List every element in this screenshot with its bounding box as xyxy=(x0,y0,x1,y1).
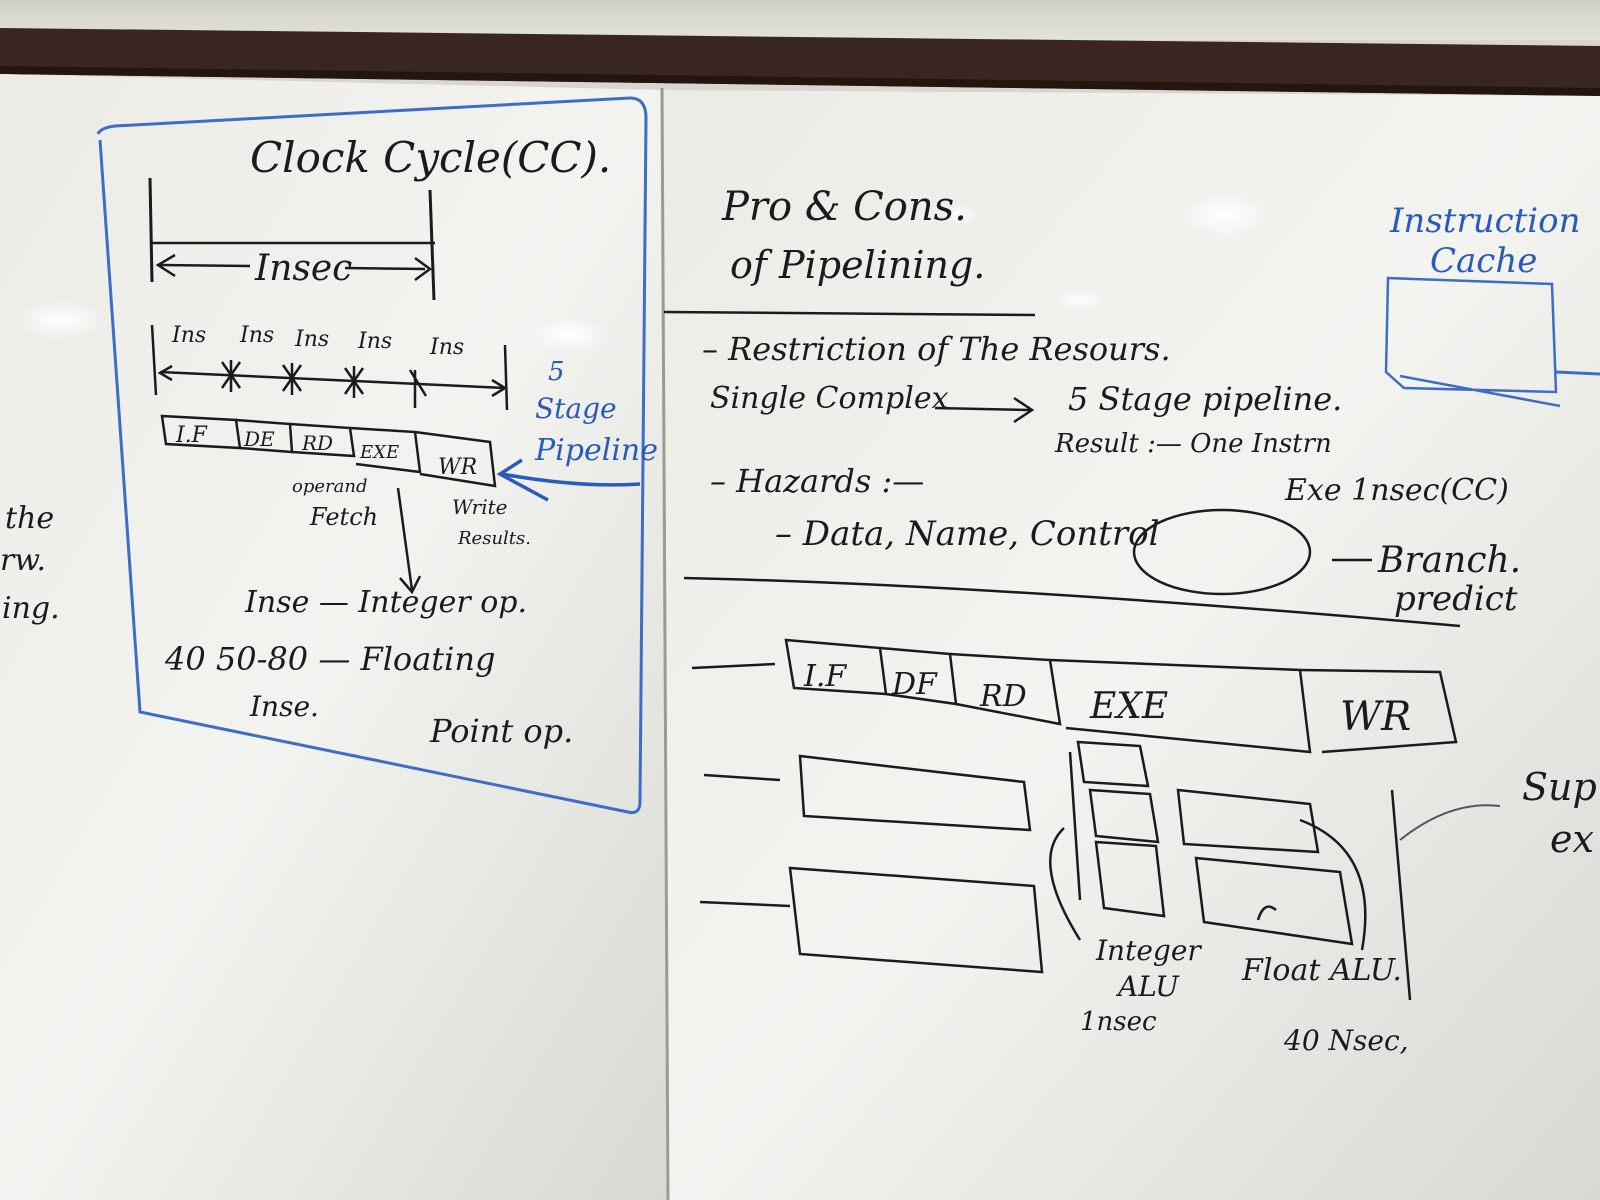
right-stage-if: I.F xyxy=(803,659,847,694)
write-label: Write xyxy=(452,495,508,519)
hazards-line: – Hazards :— xyxy=(710,462,924,500)
edge-fragment-2: rw. xyxy=(0,543,46,578)
stage-label: Stage xyxy=(535,392,617,425)
cache-label: Cache xyxy=(1430,241,1537,281)
floating-line: 40 50-80 — Floating xyxy=(164,640,495,678)
hazard-types: – Data, Name, Control xyxy=(775,514,1160,554)
right-stage-wr: WR xyxy=(1340,694,1411,740)
ins-label-3: Ins xyxy=(294,327,329,352)
inse-line: Inse. xyxy=(249,690,319,723)
instruction-cache-box xyxy=(1384,276,1561,408)
float-nsec-label: 40 Nsec, xyxy=(1283,1024,1409,1057)
alu-label: ALU xyxy=(1115,970,1180,1003)
operand-label: operand xyxy=(292,476,367,497)
clock-cycle-title: Clock Cycle(CC). xyxy=(250,133,611,182)
cycle-tick-left xyxy=(148,177,154,283)
float-alu-stack xyxy=(1176,788,1367,951)
right-stage-row xyxy=(784,638,1458,754)
five-label: 5 xyxy=(548,357,565,387)
predict-label: predict xyxy=(1394,579,1518,619)
results-label: Results. xyxy=(457,528,531,549)
result-line: Result :— One Instrn xyxy=(1054,429,1332,459)
float-alu-label: Float ALU. xyxy=(1241,953,1402,988)
ins-label-5: Ins xyxy=(429,335,464,360)
edge-fragment-ex: ex xyxy=(1550,817,1594,861)
left-stage-row xyxy=(160,414,497,488)
ins-timeline xyxy=(159,370,506,390)
nsec-label: 1nsec xyxy=(1080,1007,1157,1037)
ins-label-4: Ins xyxy=(357,329,392,354)
cycle-arrow xyxy=(159,263,251,268)
left-board xyxy=(0,74,668,1200)
complex-arrow xyxy=(934,406,1031,412)
pipeline-label: Pipeline xyxy=(534,433,658,468)
board-seam xyxy=(660,87,670,1200)
blue-arrow xyxy=(501,472,641,487)
right-stage-df: DF xyxy=(891,667,938,702)
instruction-label: Instruction xyxy=(1389,201,1581,241)
branch-label: Branch. xyxy=(1377,540,1521,581)
integer-alu-stack xyxy=(1049,740,1166,941)
ins-label-2: Ins xyxy=(239,323,274,348)
fetch-label: Fetch xyxy=(309,503,378,531)
restriction-line: – Restriction of The Resours. xyxy=(702,330,1171,368)
left-stage-de: DE xyxy=(243,427,275,451)
left-stage-exe: EXE xyxy=(359,442,399,463)
pros-cons-heading: Pro & Cons. xyxy=(721,184,967,230)
right-stage-rd: RD xyxy=(979,679,1027,714)
left-stage-if: I.F xyxy=(175,423,208,448)
cycle-tick-right xyxy=(428,189,436,301)
of-pipelining-heading: of Pipelining. xyxy=(730,243,985,287)
light-glare xyxy=(15,300,105,340)
edge-fragment-1: the xyxy=(5,501,54,536)
insec-label: Insec xyxy=(254,248,352,289)
control-circle xyxy=(1132,508,1312,596)
edge-fragment-3: ing. xyxy=(2,591,60,626)
left-stage-rd: RD xyxy=(301,431,333,455)
single-complex: Single Complex xyxy=(710,381,949,416)
heading-divider xyxy=(663,310,1036,317)
integer-label: Integer xyxy=(1095,934,1202,967)
pipeline-box-3 xyxy=(788,866,1044,974)
section-divider xyxy=(683,576,1461,628)
down-arrow xyxy=(396,487,414,591)
edge-fragment-sup: Sup xyxy=(1522,765,1597,809)
exe-line: Exe 1nsec(CC) xyxy=(1284,473,1509,508)
left-stage-wr: WR xyxy=(438,455,477,480)
point-op-line: Point op. xyxy=(429,712,573,750)
blue-frame xyxy=(96,96,648,814)
pipeline-box-2 xyxy=(798,754,1032,832)
ins-label-1: Ins xyxy=(171,323,206,348)
right-stage-exe: EXE xyxy=(1089,686,1168,727)
five-stage-pipeline: 5 Stage pipeline. xyxy=(1068,380,1342,418)
integer-op-line: Inse — Integer op. xyxy=(244,585,527,620)
